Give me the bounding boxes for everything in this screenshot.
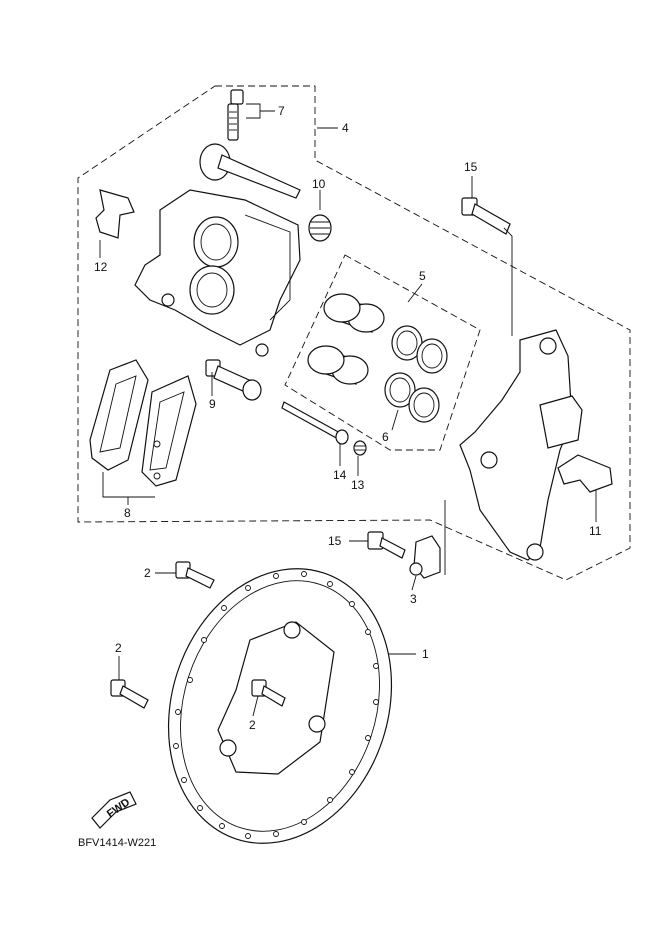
callout-13: 13 — [351, 478, 365, 492]
lock-washer — [409, 535, 441, 579]
piston-upper — [323, 293, 385, 333]
callout-10: 10 — [312, 177, 326, 191]
disc-bolt-top — [175, 561, 215, 589]
caliper-body — [134, 189, 301, 357]
brake-pad-outer — [89, 359, 149, 471]
callout-8: 8 — [124, 506, 131, 520]
callout-11: 11 — [589, 524, 602, 538]
bleed-screw — [227, 89, 244, 141]
brake-pad-inner — [141, 375, 197, 487]
caliper-bracket — [459, 329, 583, 561]
callout-9: 9 — [209, 397, 216, 411]
drawing-code: BFV1414-W221 — [78, 837, 156, 849]
callout-1: 1 — [422, 647, 429, 661]
caliper-pin — [199, 143, 301, 199]
disc-bolt-center — [251, 679, 286, 707]
caliper-assembly-outline — [77, 85, 631, 581]
callout-15-upper: 15 — [464, 160, 478, 174]
callout-5: 5 — [419, 269, 426, 283]
callout-3: 3 — [410, 592, 417, 606]
callout-12: 12 — [94, 260, 108, 274]
brake-disc — [167, 568, 393, 844]
piston-seals — [384, 325, 448, 423]
pad-pin — [281, 401, 349, 445]
callout-4: 4 — [342, 121, 349, 135]
disc-bolt-left — [110, 679, 149, 709]
callout-6: 6 — [382, 430, 389, 444]
bracket-bolt-lower — [367, 531, 406, 559]
pad-retainer — [557, 454, 613, 493]
callout-15-lower: 15 — [328, 534, 342, 548]
leader-lines — [99, 103, 597, 717]
pad-spring — [95, 189, 135, 239]
bracket-bolt-upper — [461, 197, 511, 235]
callout-labels: 1 2 2 2 3 4 5 6 7 8 9 10 11 12 13 14 15 … — [94, 104, 602, 732]
callout-2-left: 2 — [115, 641, 122, 655]
fwd-arrow: FWD — [91, 791, 137, 829]
callout-2-top: 2 — [144, 566, 151, 580]
pin-clip — [353, 440, 367, 456]
callout-7: 7 — [278, 104, 285, 118]
caliper-bolt — [205, 359, 262, 401]
disc-holes — [173, 571, 379, 839]
seal-kit-outline — [284, 254, 481, 451]
callout-2-center: 2 — [249, 718, 256, 732]
dust-boot — [308, 214, 332, 242]
callout-14: 14 — [333, 468, 347, 482]
piston-lower — [307, 345, 369, 385]
